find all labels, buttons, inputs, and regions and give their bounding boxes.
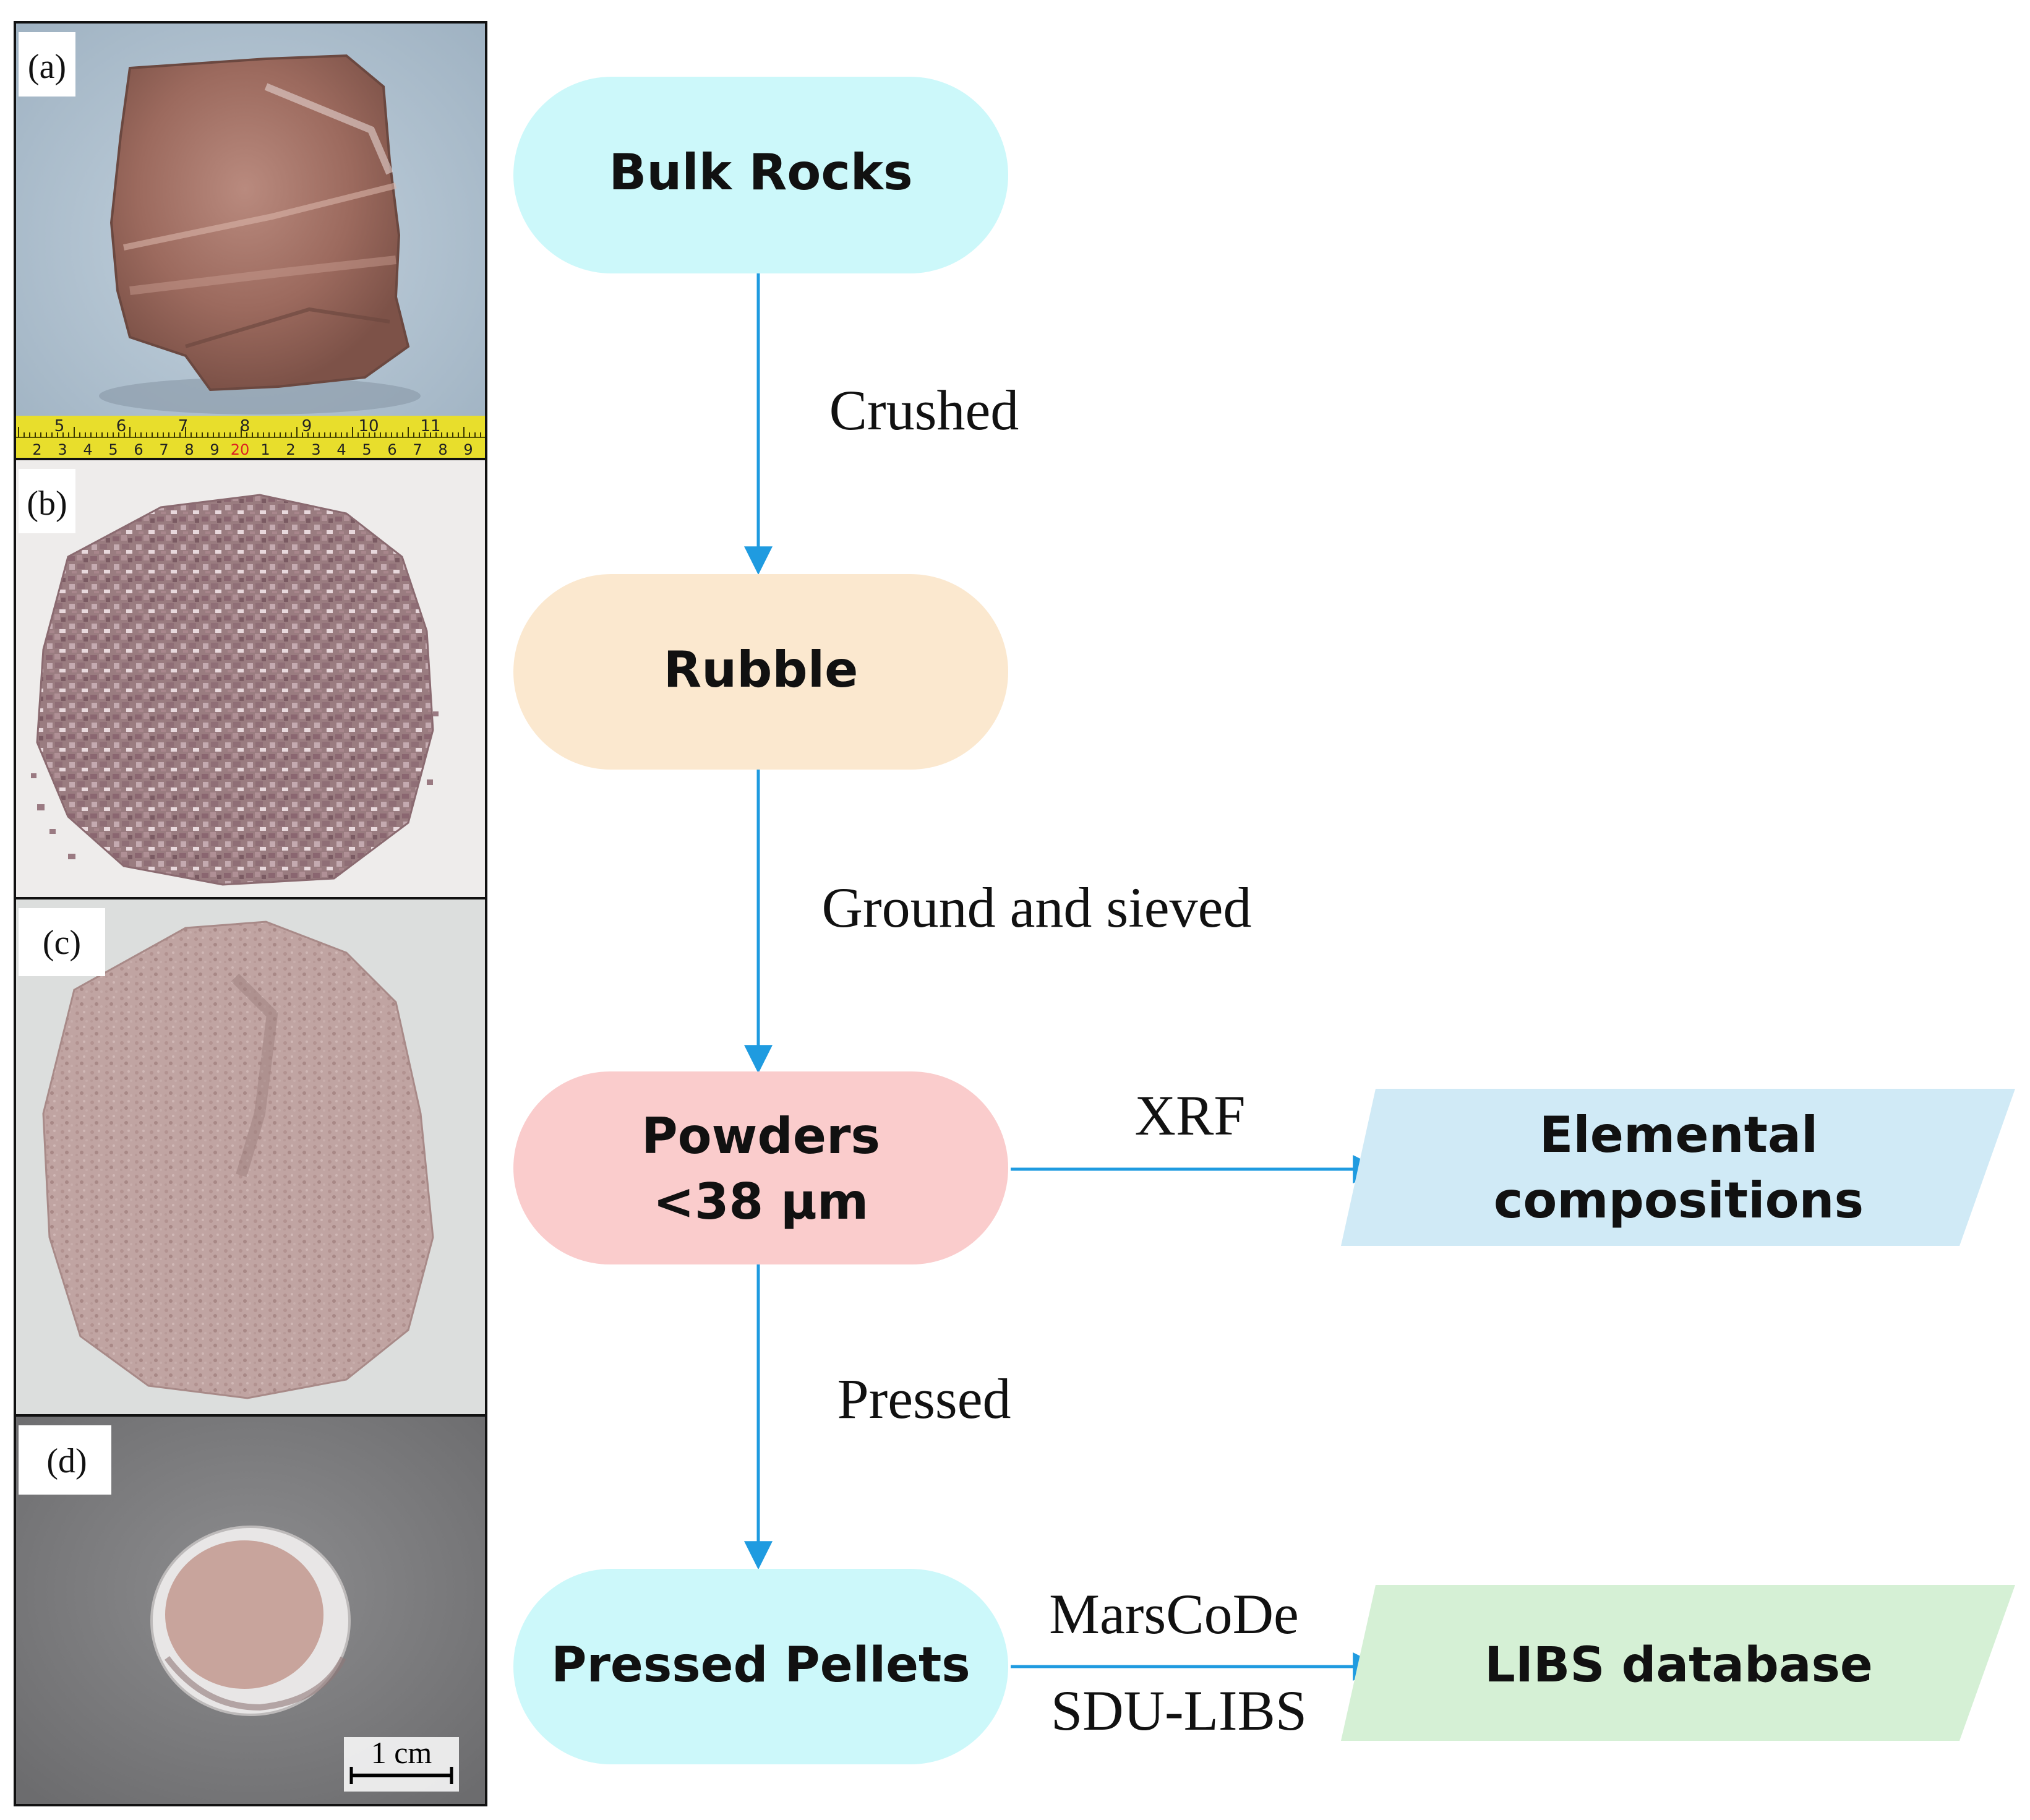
- ruler-bottom-number: 8: [184, 441, 194, 458]
- edge-label-xrf: XRF: [1135, 1084, 1246, 1147]
- ruler-bottom-number: 9: [463, 441, 473, 458]
- node-elemental-label-line1: Elemental: [1540, 1106, 1818, 1164]
- ruler-top-number: 9: [302, 417, 312, 436]
- scale-bar: 1 cm: [344, 1735, 459, 1792]
- ruler-bottom-number: 5: [362, 441, 371, 458]
- panel-a-label: (a): [28, 48, 66, 86]
- ruler-bottom-number: 7: [413, 441, 422, 458]
- node-elemental-compositions: Elemental compositions: [1341, 1089, 2015, 1246]
- ruler-bottom-number: 3: [311, 441, 320, 458]
- panel-c-photo: (c): [15, 898, 486, 1415]
- edge-label-crushed: Crushed: [829, 379, 1019, 442]
- panel-b-label: (b): [27, 484, 67, 523]
- panel-d-photo: (d) 1 cm: [15, 1415, 486, 1805]
- ruler-top-number: 8: [240, 417, 251, 436]
- powder-pile-image: [42, 921, 434, 1399]
- edge-label-sdu-libs: SDU-LIBS: [1051, 1679, 1307, 1742]
- ruler-top-number: 5: [54, 417, 65, 436]
- node-rubble: Rubble: [513, 574, 1008, 770]
- node-pressed-pellets: Pressed Pellets: [513, 1569, 1008, 1764]
- ruler-bottom-number: 2: [32, 441, 41, 458]
- node-powders-label-line2: <38 μm: [653, 1173, 868, 1230]
- node-pressed-pellets-label: Pressed Pellets: [551, 1638, 970, 1693]
- rubble-pile-image: [36, 494, 434, 886]
- ruler-bottom-number: 1: [260, 441, 270, 458]
- node-bulk-rocks-label: Bulk Rocks: [609, 144, 912, 201]
- pellet-image: [150, 1526, 351, 1716]
- ruler-bottom-number: 4: [336, 441, 346, 458]
- panel-d-label: (d): [46, 1442, 87, 1480]
- node-libs-database: LIBS database: [1341, 1585, 2015, 1741]
- node-powders-label-line1: Powders: [641, 1107, 880, 1165]
- ruler-top-number: 10: [358, 417, 379, 436]
- ruler-top-number: 7: [178, 417, 189, 436]
- node-libs-database-label: LIBS database: [1484, 1638, 1873, 1693]
- ruler-bottom-number: 4: [83, 441, 92, 458]
- ruler-bottom-number: 2: [286, 441, 295, 458]
- ruler-top-number: 6: [116, 417, 127, 436]
- panel-c-label: (c): [43, 924, 81, 962]
- ruler-bottom-number: 5: [108, 441, 118, 458]
- edge-label-pressed: Pressed: [837, 1367, 1011, 1430]
- ruler-bottom-number: 6: [387, 441, 396, 458]
- ruler-bottom-number: 8: [438, 441, 447, 458]
- node-rubble-label: Rubble: [664, 641, 859, 698]
- panel-borders: [14, 21, 487, 1806]
- node-elemental-label-line2: compositions: [1494, 1172, 1864, 1229]
- connectors: [744, 273, 1382, 1681]
- ruler-bottom-number: 9: [210, 441, 219, 458]
- ruler-bottom-number: 3: [58, 441, 67, 458]
- edge-label-marscode: MarsCoDe: [1049, 1582, 1299, 1646]
- node-bulk-rocks: Bulk Rocks: [513, 77, 1008, 273]
- ruler-bottom-number: 20: [231, 441, 250, 458]
- edge-label-ground-and-sieved: Ground and sieved: [822, 876, 1252, 939]
- ruler-top-number: 11: [420, 417, 440, 436]
- panel-b-photo: (b): [15, 459, 486, 898]
- bulk-rock-image: [109, 54, 410, 392]
- scale-bar-label: 1 cm: [371, 1735, 432, 1770]
- ruler-bottom-number: 6: [134, 441, 143, 458]
- node-powders: Powders <38 μm: [513, 1071, 1008, 1264]
- ruler-bottom-number: 7: [159, 441, 168, 458]
